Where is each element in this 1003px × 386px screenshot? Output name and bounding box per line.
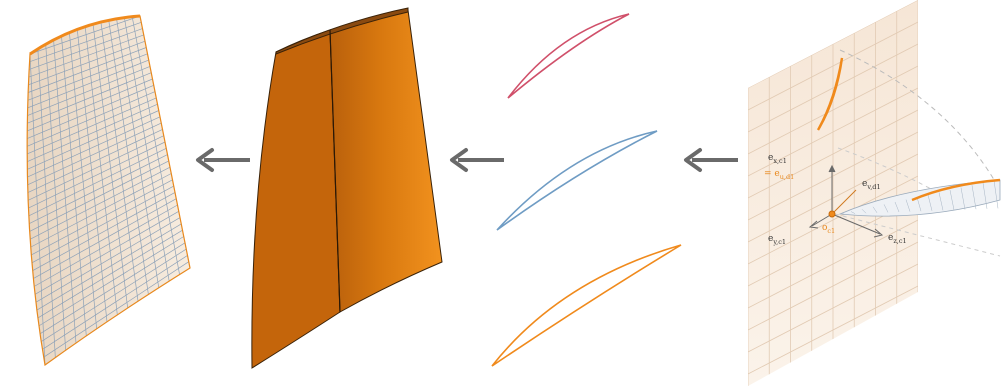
origin-sub: c1 — [827, 227, 835, 235]
arrow-left-icon — [452, 150, 504, 170]
section-plane: ex,c1 = eu,d1 ev,d1 ey,c1 ez,c1 oc1 — [748, 0, 1000, 386]
axis-v-sub: v,d1 — [866, 183, 880, 191]
axis-y-sub: y,c1 — [772, 238, 786, 246]
airfoil-profile-red — [508, 14, 629, 98]
airfoil-sections — [492, 14, 681, 366]
axis-x-sub: x,c1 — [773, 157, 787, 165]
meshed-blade — [25, 16, 190, 365]
airfoil-profile-orange — [492, 245, 681, 366]
axis-u-sub: u,d1 — [780, 173, 795, 181]
lofted-blade-right-face — [330, 10, 442, 312]
lofted-blade — [252, 8, 442, 368]
arrow-left-icon — [198, 150, 250, 170]
axis-u-label: = e — [764, 169, 780, 179]
axis-z-sub: z,c1 — [893, 237, 906, 245]
lofted-blade-left-face — [252, 30, 340, 368]
airfoil-profile-blue — [497, 131, 657, 230]
arrow-left-icon — [686, 150, 738, 170]
